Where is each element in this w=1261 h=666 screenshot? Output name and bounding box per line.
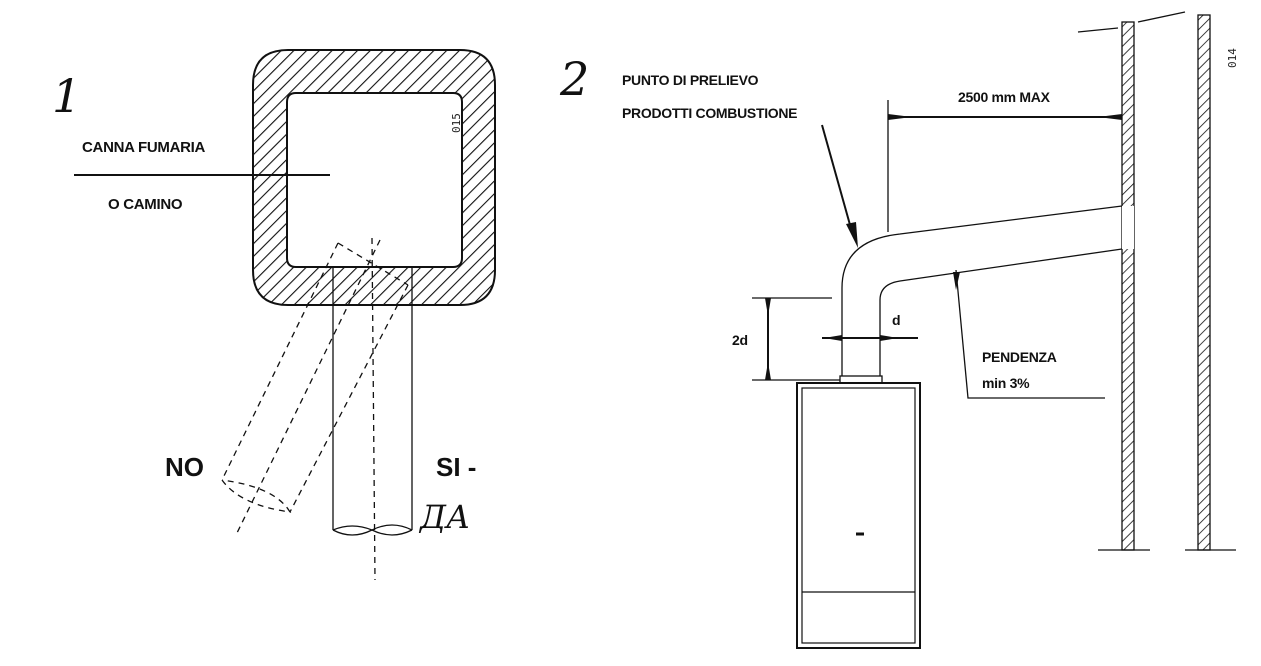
label-no: NO [165, 452, 204, 482]
roof-line-left [1077, 27, 1119, 33]
d-label: d [892, 312, 900, 328]
label-si: SI - [436, 452, 476, 482]
figure-2: 2 PUNTO DI PRELIEVO PRODOTTI COMBUSTIONE… [559, 11, 1239, 649]
distance-arrow-right [1098, 114, 1122, 120]
figure-2-code: 014 [1226, 48, 1239, 68]
boiler-body [796, 382, 921, 649]
wrong-pipe [221, 242, 409, 513]
2d-label: 2d [732, 332, 748, 348]
slope-label-line1: PENDENZA [982, 349, 1057, 365]
roof-line-right [1137, 11, 1186, 23]
vertical-axis [371, 237, 376, 581]
wall-opening [1122, 206, 1134, 249]
boiler [796, 375, 921, 649]
sampling-arrowhead [846, 222, 858, 248]
label-da: ДА [418, 498, 470, 536]
boiler-inner-frame [801, 387, 916, 644]
slope-arrowhead [953, 272, 960, 290]
2d-arrow-top [765, 298, 771, 316]
sampling-label-line2: PRODOTTI COMBUSTIONE [622, 105, 797, 121]
figure-1-number: 1 [52, 69, 81, 123]
correct-pipe [332, 268, 413, 530]
slope-leader [955, 269, 1105, 399]
2d-arrow-bottom [765, 362, 771, 380]
flue-pipe [841, 205, 1123, 378]
distance-arrow-left [888, 114, 912, 120]
sampling-label-line1: PUNTO DI PRELIEVO [622, 72, 759, 88]
wall-inner [1121, 21, 1135, 551]
chimney-wall [252, 49, 496, 306]
distance-label: 2500 mm MAX [958, 89, 1051, 105]
figure-1: 1 015 CANNA FUMARIA O CAMINO NO SI - ДА [52, 49, 496, 581]
figure-1-code: 015 [450, 113, 463, 133]
chimney-label-line2: O CAMINO [108, 196, 183, 213]
slope-label-line2: min 3% [982, 375, 1030, 391]
d-arrow-left [824, 335, 842, 341]
sampling-leader [821, 124, 853, 233]
figure-2-number: 2 [559, 52, 589, 106]
correct-pipe-end [332, 524, 413, 536]
wall-outer [1197, 14, 1211, 551]
chimney-label-line1: CANNA FUMARIA [82, 139, 205, 156]
d-arrow-right [880, 335, 898, 341]
